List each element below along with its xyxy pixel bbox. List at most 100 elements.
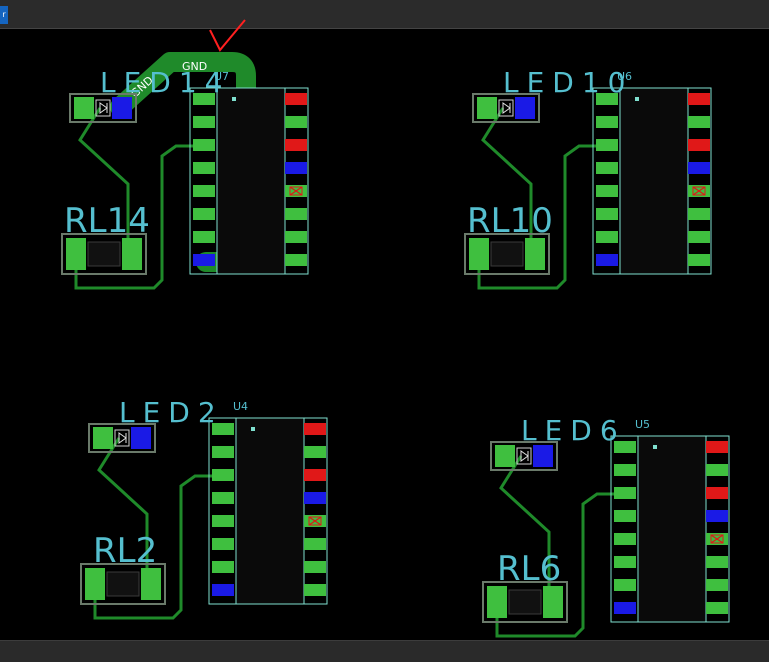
chip-pad-left[interactable] xyxy=(212,584,234,596)
chip-pad-left[interactable] xyxy=(596,254,618,266)
chip-pad-left[interactable] xyxy=(212,423,234,435)
led-pad[interactable] xyxy=(74,97,94,119)
chip-pad-right[interactable] xyxy=(688,139,710,151)
chip-pad-left[interactable] xyxy=(596,231,618,243)
led-pad[interactable] xyxy=(477,97,497,119)
chip-pad-right[interactable] xyxy=(285,162,307,174)
resistor-pad[interactable] xyxy=(543,586,563,618)
signal-trace[interactable] xyxy=(74,144,204,290)
chip-pad-left[interactable] xyxy=(193,254,215,266)
led-pad[interactable] xyxy=(93,427,113,449)
resistor-pad[interactable] xyxy=(525,238,545,270)
chip-pad-right[interactable] xyxy=(304,492,326,504)
chip-pad-left[interactable] xyxy=(193,208,215,220)
top-toolbar: r xyxy=(0,0,769,29)
chip-pad-right[interactable] xyxy=(285,93,307,105)
chip-pad-left[interactable] xyxy=(614,464,636,476)
chip-pad-left[interactable] xyxy=(614,556,636,568)
led-pad[interactable] xyxy=(131,427,151,449)
signal-trace[interactable] xyxy=(97,437,149,570)
signal-trace[interactable] xyxy=(78,107,130,240)
chip-pad-left[interactable] xyxy=(596,185,618,197)
chip-pad-right[interactable] xyxy=(706,487,728,499)
chip-pad-left[interactable] xyxy=(614,579,636,591)
toolbar-button[interactable]: r xyxy=(0,6,8,24)
chip-pad-left[interactable] xyxy=(614,441,636,453)
chip-pad-right[interactable] xyxy=(706,602,728,614)
group-led2: LED2 U4 RL2 xyxy=(80,396,328,620)
chip-pad-left[interactable] xyxy=(193,116,215,128)
chip-pad-right[interactable] xyxy=(285,208,307,220)
resistor-pad[interactable] xyxy=(85,568,105,600)
chip-pad-right[interactable] xyxy=(706,510,728,522)
signal-trace[interactable] xyxy=(481,107,533,240)
resistor-outline xyxy=(482,581,568,623)
led-outline xyxy=(69,93,137,123)
chip-pad-left[interactable] xyxy=(193,93,215,105)
chip-pad-left[interactable] xyxy=(596,162,618,174)
chip-pad-left[interactable] xyxy=(212,538,234,550)
chip-pad-left[interactable] xyxy=(596,208,618,220)
drc-marker-box xyxy=(710,534,724,544)
chip-pad-right[interactable] xyxy=(688,231,710,243)
led-pad[interactable] xyxy=(533,445,553,467)
chip-pad-right[interactable] xyxy=(706,464,728,476)
chip-pad-left[interactable] xyxy=(212,515,234,527)
chip-pad-right[interactable] xyxy=(706,441,728,453)
pin1-marker xyxy=(635,97,639,101)
chip-pad-right[interactable] xyxy=(304,469,326,481)
chip-pad-right[interactable] xyxy=(304,538,326,550)
chip-pad-left[interactable] xyxy=(614,510,636,522)
chip-pad-right[interactable] xyxy=(285,254,307,266)
signal-trace[interactable] xyxy=(477,144,607,290)
led-pad[interactable] xyxy=(112,97,132,119)
chip-pad-right[interactable] xyxy=(706,556,728,568)
chip-pad-right[interactable] xyxy=(688,93,710,105)
chip-pad-left[interactable] xyxy=(614,602,636,614)
chip-pad-left[interactable] xyxy=(212,492,234,504)
signal-trace[interactable] xyxy=(499,455,551,588)
led-pad[interactable] xyxy=(495,445,515,467)
resistor-pad[interactable] xyxy=(66,238,86,270)
chip-pad-left[interactable] xyxy=(212,561,234,573)
signal-trace[interactable] xyxy=(495,492,625,638)
resistor-outline xyxy=(61,233,147,275)
drc-marker-icon xyxy=(710,534,724,544)
chip-pad-right[interactable] xyxy=(285,231,307,243)
chip-pad-right[interactable] xyxy=(304,423,326,435)
chip-pad-left[interactable] xyxy=(212,469,234,481)
chip-pad-left[interactable] xyxy=(212,446,234,458)
chip-pad-right[interactable] xyxy=(285,139,307,151)
pin1-marker xyxy=(653,445,657,449)
chip-pad-right[interactable] xyxy=(688,116,710,128)
chip-pad-left[interactable] xyxy=(596,116,618,128)
chip-pad-left[interactable] xyxy=(193,162,215,174)
pcb-canvas[interactable]: GND GND GND LED14 U7 RL14 LED10 U6 RL10 … xyxy=(0,0,769,640)
chip-pad-right[interactable] xyxy=(706,579,728,591)
chip-pad-left[interactable] xyxy=(193,139,215,151)
chip-pad-right[interactable] xyxy=(285,116,307,128)
chip-pad-left[interactable] xyxy=(614,487,636,499)
resistor-pad[interactable] xyxy=(469,238,489,270)
led-body xyxy=(516,447,532,465)
chip-pad-right[interactable] xyxy=(688,208,710,220)
chip-pad-right[interactable] xyxy=(688,254,710,266)
signal-trace[interactable] xyxy=(93,474,223,620)
chip-designator: U4 xyxy=(233,400,248,413)
chip-pad-left[interactable] xyxy=(193,231,215,243)
chip-pad-left[interactable] xyxy=(614,533,636,545)
resistor-pad[interactable] xyxy=(122,238,142,270)
chip-pad-left[interactable] xyxy=(193,185,215,197)
chip-pad-right[interactable] xyxy=(688,162,710,174)
resistor-pad[interactable] xyxy=(487,586,507,618)
chip-pad-right[interactable] xyxy=(304,446,326,458)
group-body xyxy=(464,87,712,290)
resistor-pad[interactable] xyxy=(141,568,161,600)
chip-pad-left[interactable] xyxy=(596,139,618,151)
chip-pad-right[interactable] xyxy=(304,561,326,573)
group-body xyxy=(61,87,309,290)
chip-pad-left[interactable] xyxy=(596,93,618,105)
chip-pad-right[interactable] xyxy=(304,584,326,596)
resistor-body xyxy=(508,589,542,615)
led-pad[interactable] xyxy=(515,97,535,119)
